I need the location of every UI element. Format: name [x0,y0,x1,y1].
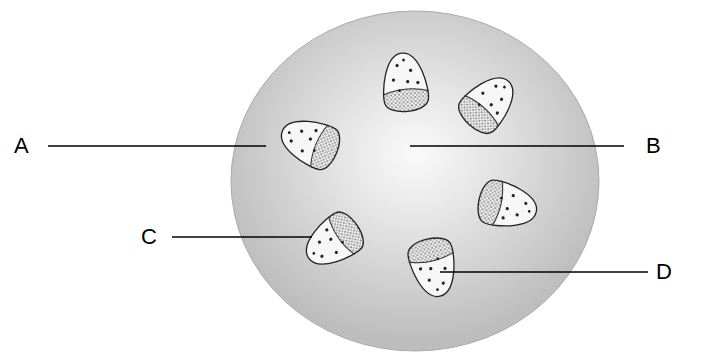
leader-line [410,145,624,146]
leader-line [440,271,648,272]
leader-line [48,145,266,146]
part-label: B [646,135,661,157]
part-label: D [656,261,672,283]
leader-line [172,236,312,237]
part-label: A [14,135,29,157]
part-label: C [141,226,157,248]
